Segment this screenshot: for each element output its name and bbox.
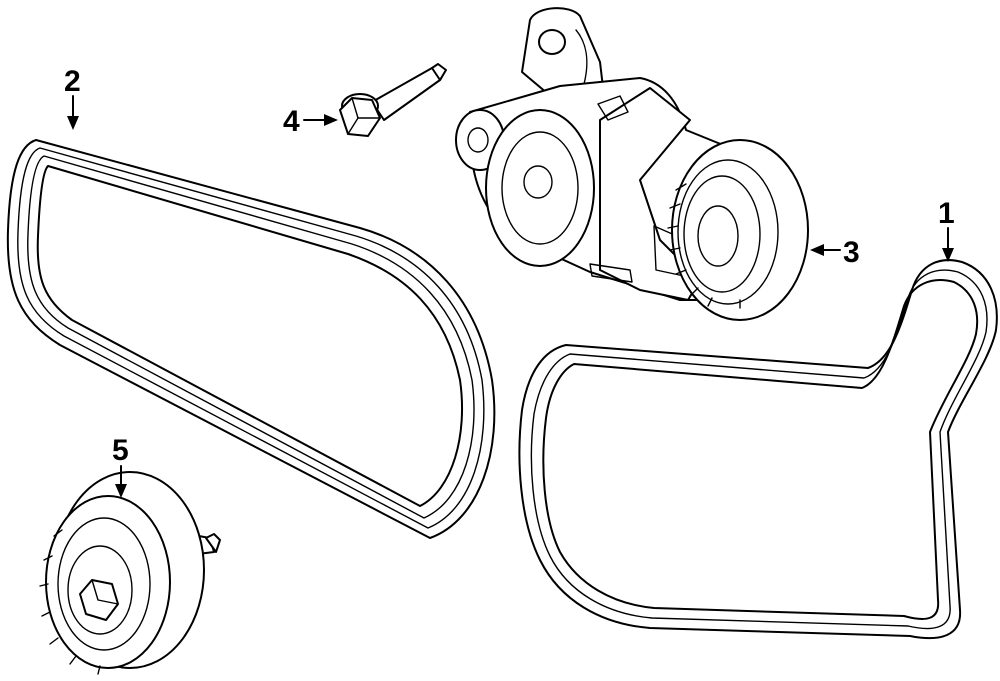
idler-pulley-part-5 [39,471,221,675]
callout-label-2: 2 [64,65,81,98]
callout-1: 1 [938,197,955,262]
serpentine-belt-part-2 [6,139,496,539]
callout-arrow-4 [324,114,338,126]
callout-label-5: 5 [112,434,129,467]
callout-3: 3 [810,236,860,269]
callout-label-3: 3 [843,236,860,269]
callout-arrow-3 [810,244,824,256]
callout-arrow-2 [67,116,79,130]
callout-arrow-5 [115,484,127,498]
callout-label-4: 4 [283,105,300,138]
callout-4: 4 [283,105,338,138]
bolt-part-4 [339,63,447,137]
callout-label-1: 1 [938,197,955,230]
belt-tensioner-part-3 [455,7,809,321]
serpentine-belt-part-1 [518,259,998,640]
callout-5: 5 [112,434,129,498]
callout-arrow-1 [942,248,954,262]
callout-2: 2 [64,65,81,130]
